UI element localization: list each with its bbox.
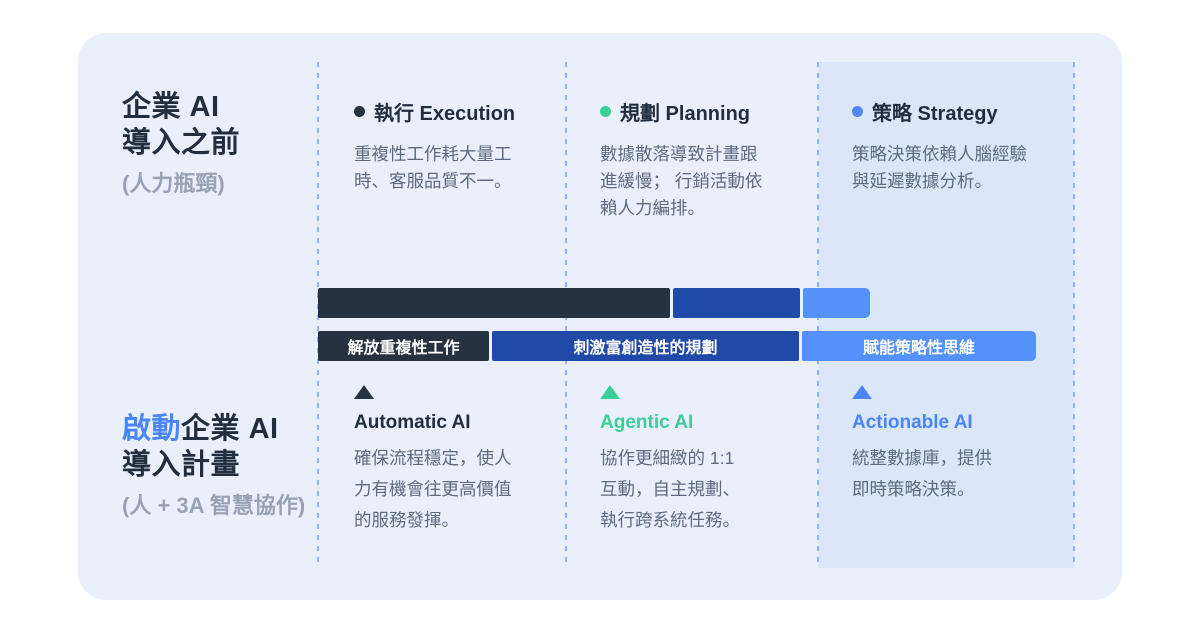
execution-title: 執行 Execution [374, 103, 516, 125]
execution-description: 重複性工作耗大量工 時、客服品質不一。 [354, 144, 512, 191]
before-ai-title-line2: 導入之前 [122, 127, 241, 159]
planning-header: 規劃 Planning [600, 97, 815, 126]
timeline-bar-planning [673, 288, 800, 318]
strategy-description: 策略決策依賴人腦經驗 與延遲數據分析。 [852, 144, 1027, 191]
agentic-ai-triangle-icon [600, 385, 620, 399]
execution-bullet-icon [354, 106, 365, 117]
before-ai-title: 企業 AI 導入之前 [122, 89, 322, 161]
planning-bullet-icon [600, 106, 611, 117]
column-divider-4 [1073, 62, 1075, 568]
execution-header: 執行 Execution [354, 97, 569, 126]
column-actionable-ai: Actionable AI 統整數據庫，提供 即時策略決策。 [852, 385, 1067, 505]
column-automatic-ai: Automatic AI 確保流程穩定，使人 力有機會往更高價值 的服務發揮。 [354, 385, 569, 536]
benefit-bar-execution: 解放重複性工作 [318, 331, 489, 361]
benefit-bar-planning: 刺激富創造性的規劃 [492, 331, 799, 361]
column-strategy: 策略 Strategy 策略決策依賴人腦經驗 與延遲數據分析。 [852, 97, 1067, 195]
actionable-ai-description: 統整數據庫，提供 即時策略決策。 [852, 448, 992, 499]
benefit-label-execution: 解放重複性工作 [347, 340, 460, 357]
planning-description: 數據散落導致計畫跟 進緩慢； 行銷活動依 賴人力編排。 [600, 144, 763, 218]
launch-ai-subtitle: (人 + 3A 智慧協作) [122, 493, 306, 518]
automatic-ai-description: 確保流程穩定，使人 力有機會往更高價值 的服務發揮。 [354, 448, 512, 530]
launch-ai-header: 啟動企業 AI 導入計畫 (人 + 3A 智慧協作) [122, 411, 322, 519]
timeline-bar-execution [318, 288, 670, 318]
strategy-bullet-icon [852, 106, 863, 117]
actionable-ai-triangle-icon [852, 385, 872, 399]
launch-ai-title-line2: 導入計畫 [122, 449, 241, 481]
strategy-header: 策略 Strategy [852, 97, 1067, 126]
launch-ai-title-highlight: 啟動 [122, 413, 182, 445]
benefit-label-strategy: 賦能策略性思維 [862, 340, 975, 357]
column-planning: 規劃 Planning 數據散落導致計畫跟 進緩慢； 行銷活動依 賴人力編排。 [600, 97, 815, 222]
column-execution: 執行 Execution 重複性工作耗大量工 時、客服品質不一。 [354, 97, 569, 195]
strategy-title: 策略 Strategy [872, 103, 998, 125]
benefit-bar-strategy: 賦能策略性思維 [802, 331, 1036, 361]
automatic-ai-name: Automatic AI [354, 412, 471, 433]
before-ai-header: 企業 AI 導入之前 (人力瓶頸) [122, 89, 322, 197]
agentic-ai-name: Agentic AI [600, 412, 694, 433]
before-ai-title-line1: 企業 AI [122, 91, 220, 123]
before-ai-subtitle: (人力瓶頸) [122, 171, 225, 196]
agentic-ai-description: 協作更細緻的 1:1 互動，自主規劃、 執行跨系統任務。 [600, 448, 740, 530]
infographic-card: 企業 AI 導入之前 (人力瓶頸) 啟動企業 AI 導入計畫 (人 + 3A 智… [78, 33, 1122, 600]
launch-ai-title-rest: 企業 AI [181, 413, 279, 445]
launch-ai-title: 啟動企業 AI 導入計畫 [122, 411, 322, 483]
launch-ai-title-line1: 啟動企業 AI [122, 411, 322, 447]
timeline-bar-strategy [803, 288, 870, 318]
actionable-ai-name: Actionable AI [852, 412, 973, 433]
column-agentic-ai: Agentic AI 協作更細緻的 1:1 互動，自主規劃、 執行跨系統任務。 [600, 385, 815, 536]
benefit-label-planning: 刺激富創造性的規劃 [573, 340, 718, 357]
planning-title: 規劃 Planning [620, 103, 750, 125]
automatic-ai-triangle-icon [354, 385, 374, 399]
